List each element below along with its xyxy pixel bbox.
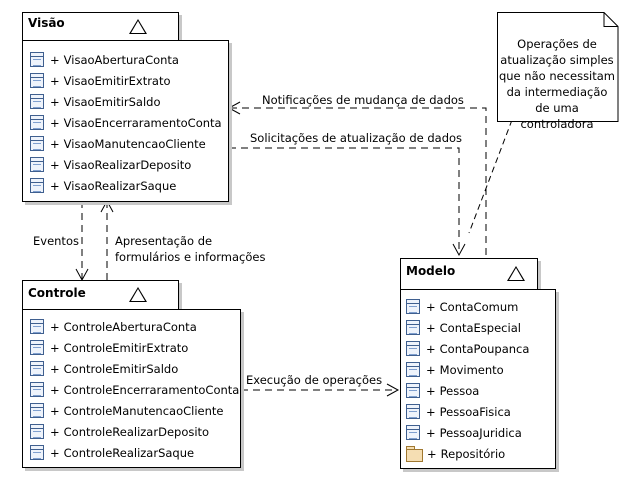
class-item[interactable]: +ControleEmitirExtrato bbox=[30, 337, 239, 358]
class-icon bbox=[406, 425, 420, 440]
class-icon bbox=[30, 136, 44, 151]
class-item[interactable]: +ControleEncerraramentoConta bbox=[30, 379, 239, 400]
notificacoes-arrow bbox=[229, 107, 487, 255]
class-item[interactable]: +VisaoEmitirExtrato bbox=[30, 70, 222, 91]
class-icon bbox=[30, 382, 44, 397]
class-item[interactable]: +VisaoManutencaoCliente bbox=[30, 133, 222, 154]
apresentacao-label-line2: formulários e informações bbox=[115, 250, 266, 264]
class-item[interactable]: +ControleEmitirSaldo bbox=[30, 358, 239, 379]
class-item[interactable]: +PessoaJuridica bbox=[406, 422, 529, 443]
class-item[interactable]: +ControleRealizarSaque bbox=[30, 442, 239, 463]
class-icon bbox=[30, 115, 44, 130]
class-item[interactable]: +Pessoa bbox=[406, 380, 529, 401]
notificacoes-label: Notificações de mudança de dados bbox=[262, 93, 464, 107]
class-item[interactable]: +ContaEspecial bbox=[406, 317, 529, 338]
package-title: Visão bbox=[28, 16, 65, 30]
class-item[interactable]: +Movimento bbox=[406, 359, 529, 380]
package-title: Controle bbox=[28, 286, 86, 300]
class-icon bbox=[30, 361, 44, 376]
class-item[interactable]: +ControleAberturaConta bbox=[30, 316, 239, 337]
class-icon bbox=[406, 404, 420, 419]
class-icon bbox=[30, 319, 44, 334]
class-icon bbox=[406, 362, 420, 377]
class-icon bbox=[30, 157, 44, 172]
class-item[interactable]: +VisaoRealizarDeposito bbox=[30, 154, 222, 175]
class-item[interactable]: +ControleRealizarDeposito bbox=[30, 421, 239, 442]
note[interactable]: Operações de atualização simples que não… bbox=[497, 12, 619, 131]
class-item[interactable]: +VisaoAberturaConta bbox=[30, 49, 222, 70]
note-line: Operações de bbox=[517, 37, 597, 51]
package-title: Modelo bbox=[406, 264, 456, 278]
class-icon bbox=[30, 445, 44, 460]
class-item[interactable]: +ControleManutencaoCliente bbox=[30, 400, 239, 421]
package-triangle-icon bbox=[129, 19, 147, 34]
package-item[interactable]: +Repositório bbox=[406, 443, 529, 464]
class-item[interactable]: +VisaoEmitirSaldo bbox=[30, 91, 222, 112]
class-item[interactable]: +ContaPoupanca bbox=[406, 338, 529, 359]
solicitacoes-label: Solicitações de atualização de dados bbox=[250, 131, 463, 145]
package-modelo-items: +ContaComum +ContaEspecial +ContaPoupanc… bbox=[406, 296, 529, 464]
note-line: da intermediação bbox=[506, 85, 608, 99]
apresentacao-label-line1: Apresentação de bbox=[115, 234, 213, 248]
class-icon bbox=[30, 178, 44, 193]
class-icon bbox=[30, 52, 44, 67]
package-triangle-icon bbox=[507, 266, 525, 281]
class-icon bbox=[406, 299, 420, 314]
class-item[interactable]: +ContaComum bbox=[406, 296, 529, 317]
execucao-label: Execução de operações bbox=[246, 373, 383, 387]
note-line: atualização simples bbox=[500, 53, 614, 67]
class-icon bbox=[30, 424, 44, 439]
note-anchor bbox=[468, 119, 513, 234]
note-line: que não necessitam bbox=[498, 69, 616, 83]
class-icon bbox=[30, 94, 44, 109]
note-text: Operações de atualização simples que não… bbox=[497, 36, 617, 132]
class-item[interactable]: +PessoaFisica bbox=[406, 401, 529, 422]
class-icon bbox=[406, 383, 420, 398]
class-icon bbox=[406, 320, 420, 335]
note-shape bbox=[497, 12, 619, 122]
note-line: de uma controladora bbox=[520, 101, 594, 131]
package-controle-items: +ControleAberturaConta +ControleEmitirEx… bbox=[30, 316, 239, 463]
folder-icon bbox=[406, 446, 423, 462]
class-item[interactable]: +VisaoRealizarSaque bbox=[30, 175, 222, 196]
class-icon bbox=[406, 341, 420, 356]
class-icon bbox=[30, 340, 44, 355]
package-triangle-icon bbox=[129, 287, 147, 302]
solicitacoes-arrow bbox=[229, 147, 460, 255]
class-icon bbox=[30, 73, 44, 88]
class-icon bbox=[30, 403, 44, 418]
package-visao-items: +VisaoAberturaConta +VisaoEmitirExtrato … bbox=[30, 49, 222, 196]
eventos-label: Eventos bbox=[33, 234, 79, 248]
class-item[interactable]: +VisaoEncerraramentoConta bbox=[30, 112, 222, 133]
